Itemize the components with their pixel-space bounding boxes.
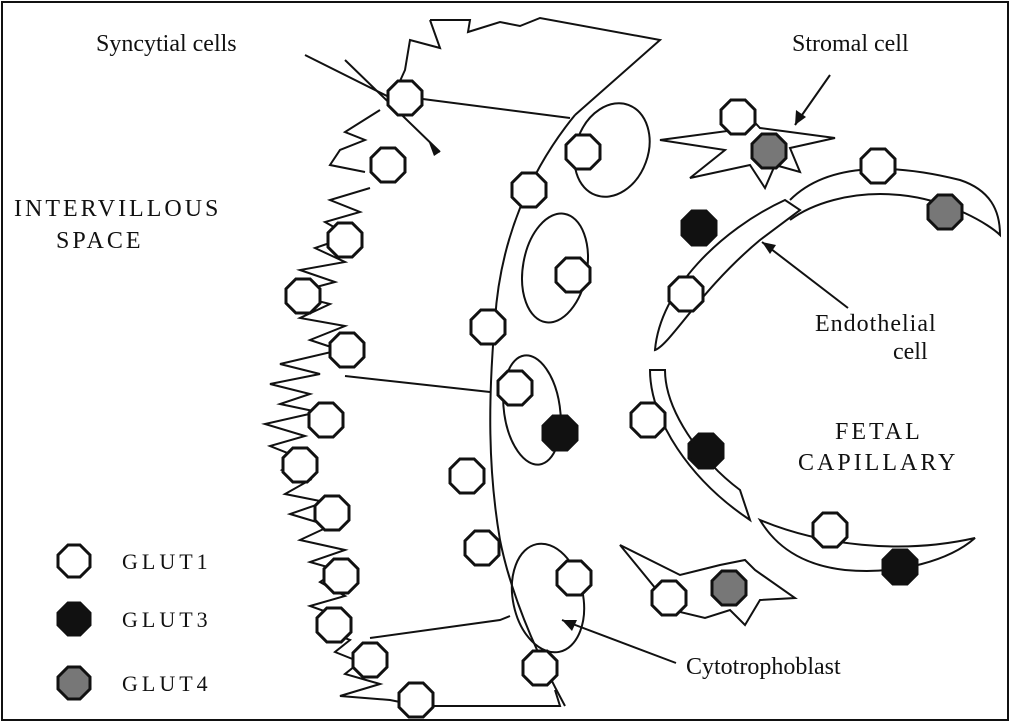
legend-glut4-icon bbox=[58, 667, 90, 699]
glut1-marker bbox=[556, 258, 590, 292]
glut1-marker bbox=[861, 149, 895, 183]
glut4-marker bbox=[752, 134, 786, 168]
glut1-marker bbox=[669, 277, 703, 311]
glut1-marker bbox=[557, 561, 591, 595]
glut1-marker bbox=[315, 496, 349, 530]
glut1-marker bbox=[652, 581, 686, 615]
glut1-marker bbox=[813, 513, 847, 547]
syncytial-pointer-1 bbox=[305, 55, 395, 100]
endothelial-cell-upper bbox=[655, 200, 800, 350]
endothelial-pointer bbox=[762, 242, 848, 308]
glut1-marker bbox=[399, 683, 433, 717]
glut1-marker bbox=[286, 279, 320, 313]
label-cytotrophoblast: Cytotrophoblast bbox=[686, 653, 841, 681]
legend-markers bbox=[58, 545, 90, 699]
glut3-marker bbox=[689, 434, 723, 468]
glut1-marker bbox=[330, 333, 364, 367]
glut3-marker bbox=[883, 550, 917, 584]
glut1-marker bbox=[471, 310, 505, 344]
label-endothelial: Endothelial bbox=[815, 310, 937, 338]
syncytial-microvilli-border bbox=[265, 18, 660, 706]
label-syncytial-cells: Syncytial cells bbox=[96, 30, 237, 58]
endothelial-cell-lower-tail bbox=[760, 520, 975, 571]
glut1-marker bbox=[324, 559, 358, 593]
glut4-marker bbox=[928, 195, 962, 229]
label-fetal: FETAL bbox=[835, 418, 923, 446]
transporter-markers bbox=[283, 81, 962, 717]
glut3-marker bbox=[543, 416, 577, 450]
endothelial-cell-upper-outer bbox=[790, 169, 1000, 235]
glut3-marker bbox=[682, 211, 716, 245]
glut1-marker bbox=[388, 81, 422, 115]
label-intervillous: INTERVILLOUS bbox=[14, 195, 221, 223]
legend-glut4-label: GLUT4 bbox=[122, 670, 212, 698]
glut1-marker bbox=[465, 531, 499, 565]
label-stromal-cell: Stromal cell bbox=[792, 30, 909, 58]
glut1-marker bbox=[450, 459, 484, 493]
legend-glut1-label: GLUT1 bbox=[122, 548, 212, 576]
label-space: SPACE bbox=[56, 227, 144, 255]
glut1-marker bbox=[631, 403, 665, 437]
legend-glut3-icon bbox=[58, 603, 90, 635]
label-cell: cell bbox=[893, 338, 928, 366]
glut1-marker bbox=[309, 403, 343, 437]
label-capillary: CAPILLARY bbox=[798, 449, 958, 477]
legend-glut3-label: GLUT3 bbox=[122, 606, 212, 634]
glut1-marker bbox=[721, 100, 755, 134]
cytotrophoblast-pointer bbox=[562, 620, 676, 663]
arrowhead bbox=[428, 140, 440, 156]
stromal-cell-lower bbox=[620, 545, 795, 625]
glut1-marker bbox=[328, 223, 362, 257]
glut4-marker bbox=[712, 571, 746, 605]
glut1-marker bbox=[353, 643, 387, 677]
glut1-marker bbox=[283, 448, 317, 482]
glut1-marker bbox=[371, 148, 405, 182]
glut1-marker bbox=[566, 135, 600, 169]
glut1-marker bbox=[498, 371, 532, 405]
glut1-marker bbox=[317, 608, 351, 642]
glut1-marker bbox=[512, 173, 546, 207]
legend-glut1-icon bbox=[58, 545, 90, 577]
glut1-marker bbox=[523, 651, 557, 685]
